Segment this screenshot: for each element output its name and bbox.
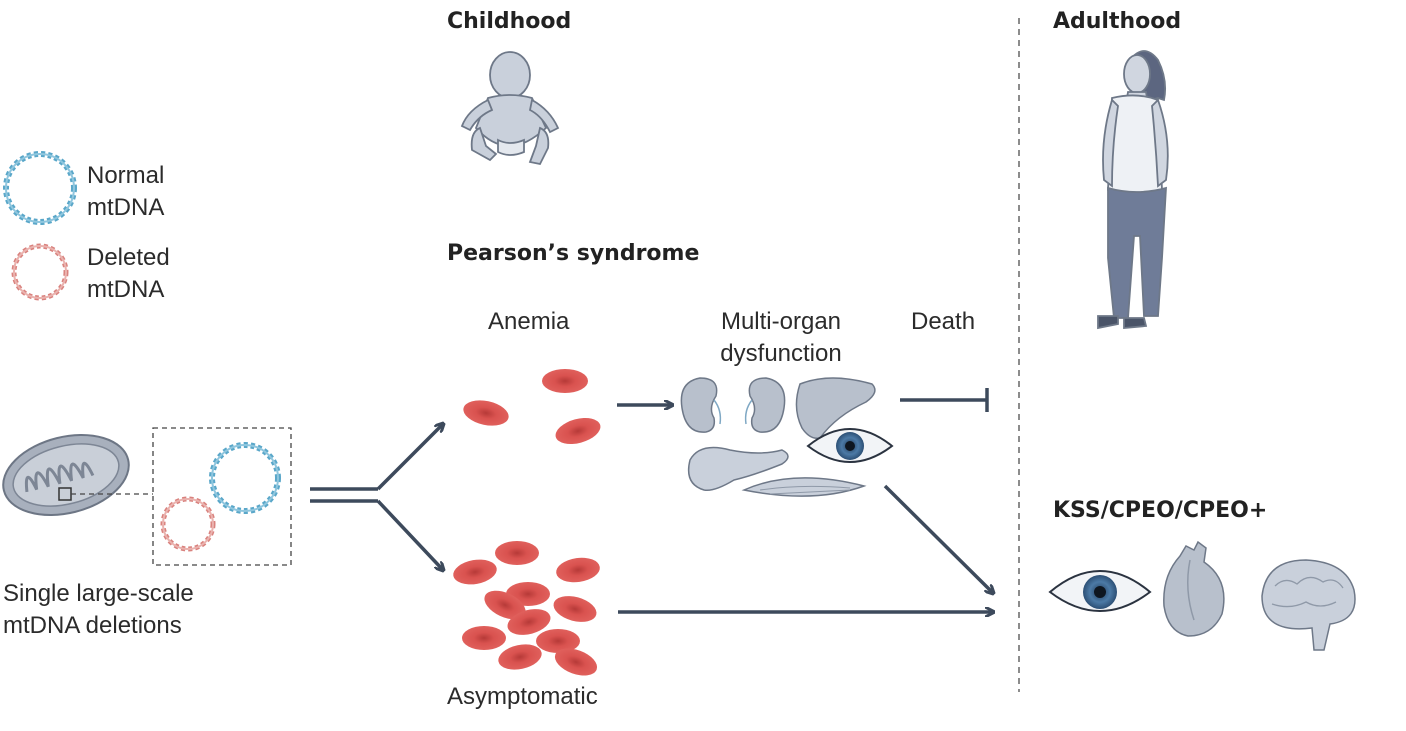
- red-blood-cell: [507, 609, 551, 635]
- red-blood-cell: [556, 557, 600, 583]
- red-blood-cell: [462, 626, 506, 650]
- pancreas-icon: [687, 446, 789, 492]
- red-blood-cell: [495, 541, 539, 565]
- kss-eye-icon: [1048, 570, 1152, 612]
- pearson-syndrome-heading: Pearson’s syndrome: [447, 241, 700, 266]
- legend-normal-label-line2: mtDNA: [87, 194, 165, 221]
- red-blood-cell: [484, 590, 526, 620]
- multi-organ-label-line2: dysfunction: [720, 340, 842, 367]
- multi-organ-label-line1: Multi-organ: [720, 308, 842, 335]
- deleted-mtdna-legend-icon: [11, 243, 69, 301]
- kss-cpeo-heading: KSS/CPEO/CPEO+: [1053, 498, 1268, 523]
- anemia-label: Anemia: [488, 308, 570, 335]
- red-blood-cell: [463, 400, 509, 426]
- red-blood-cell: [453, 559, 497, 585]
- death-inhibition-line: [900, 388, 989, 412]
- asymptomatic-rbc-group: [453, 541, 600, 676]
- red-blood-cell: [553, 596, 597, 622]
- muscle-icon: [741, 477, 867, 497]
- legend-normal-label-line1: Normal: [87, 162, 165, 189]
- legend-deleted-label-line2: mtDNA: [87, 276, 165, 303]
- organs-to-kss-arrow: [883, 484, 993, 593]
- zoom-normal-mtdna-icon: [209, 442, 281, 514]
- fork-arrow: [310, 424, 443, 570]
- deletions-label-line1: Single large-scale: [3, 580, 194, 607]
- red-blood-cell: [498, 644, 542, 670]
- anemia-rbc-group: [463, 369, 601, 445]
- liver-icon: [795, 377, 876, 440]
- mitochondrion-icon: [2, 434, 130, 516]
- childhood-heading: Childhood: [447, 9, 572, 34]
- heart-icon: [1163, 540, 1225, 637]
- legend-deleted-label-line1: Deleted: [87, 244, 170, 271]
- zoom-deleted-mtdna-icon: [160, 496, 216, 552]
- adulthood-heading: Adulthood: [1053, 9, 1182, 34]
- zoom-box: [152, 427, 292, 566]
- red-blood-cell: [542, 369, 588, 393]
- brain-icon: [1261, 559, 1356, 651]
- deletions-label-line2: mtDNA deletions: [3, 612, 182, 639]
- kidneys-icon: [680, 377, 786, 433]
- woman-icon: [1097, 50, 1169, 330]
- baby-icon: [460, 51, 560, 166]
- red-blood-cell: [555, 417, 601, 445]
- red-blood-cell: [554, 648, 598, 676]
- death-label: Death: [911, 308, 976, 335]
- red-blood-cell: [536, 629, 580, 653]
- eye-icon: [806, 428, 894, 463]
- normal-mtdna-legend-icon: [3, 151, 77, 225]
- asymptomatic-label: Asymptomatic: [447, 683, 598, 710]
